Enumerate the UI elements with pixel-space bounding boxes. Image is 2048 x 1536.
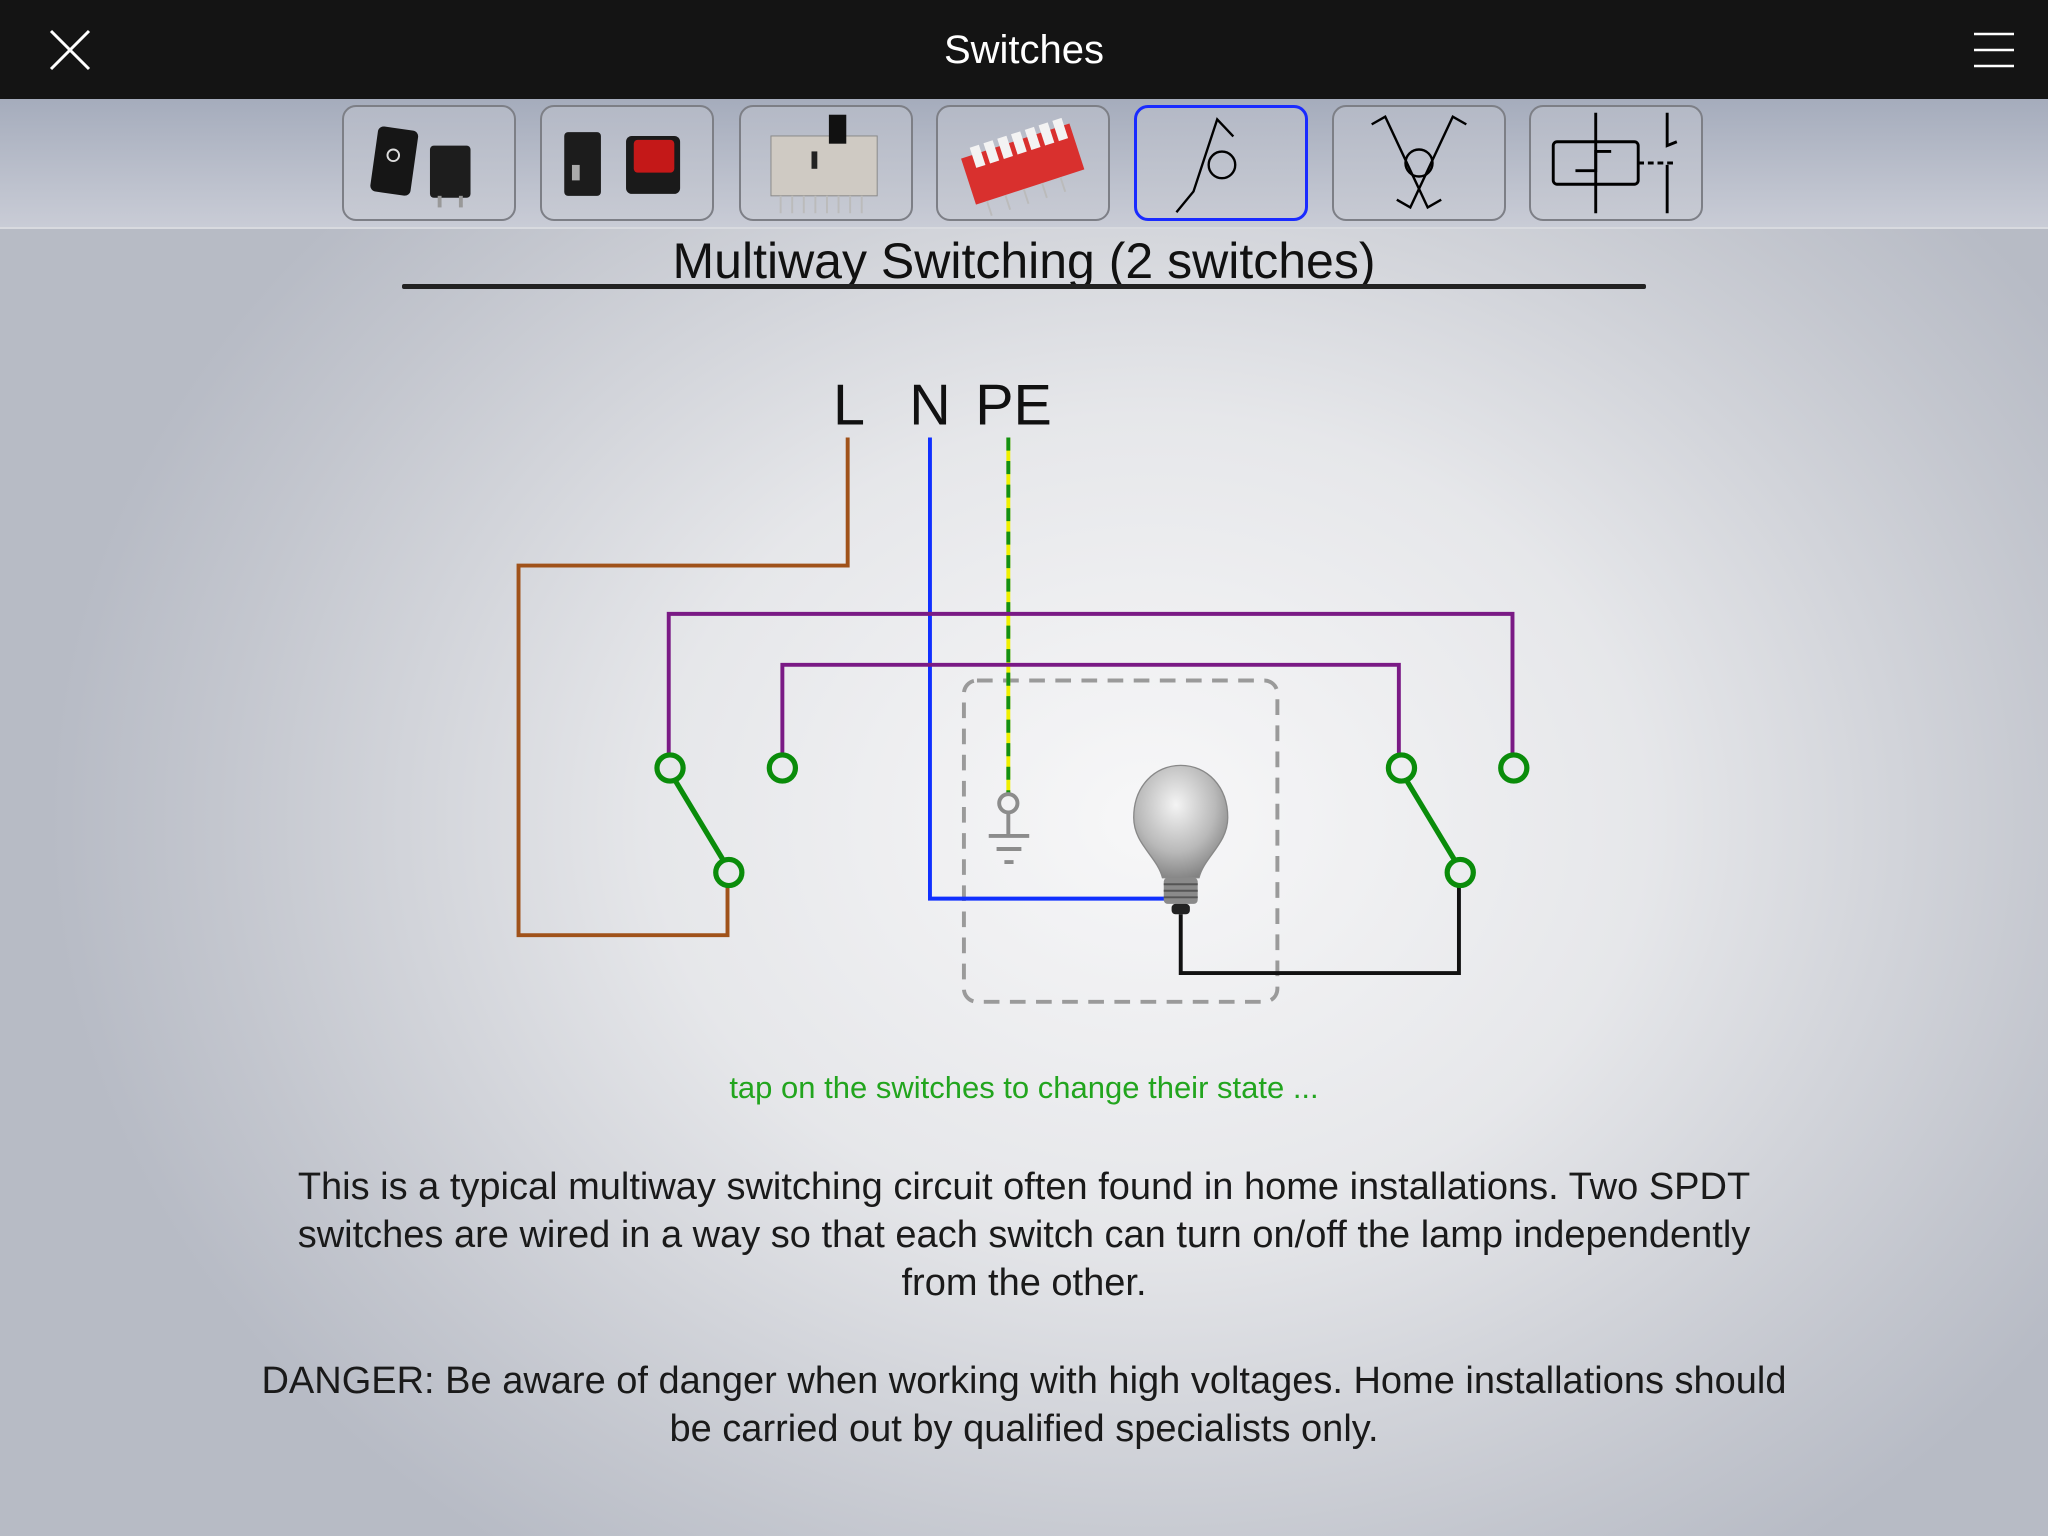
close-icon[interactable] (48, 28, 92, 72)
spdt-switch-button[interactable] (1134, 105, 1308, 221)
light-bulb-icon (1133, 764, 1229, 915)
rocker-switch-red-button[interactable] (540, 105, 714, 221)
app-title: Switches (943, 28, 1105, 72)
switched-live-wire (1178, 885, 1461, 976)
relay-symbol-icon (1551, 112, 1678, 214)
traveler-wire-1 (666, 611, 1515, 755)
dpdt-symbol-icon (1371, 114, 1467, 210)
danger-text: DANGER: Be aware of danger when working … (261, 1360, 1787, 1450)
dip-switch-icon (961, 117, 1085, 216)
traveler-wire-2 (780, 662, 1401, 755)
lamp-enclosure (961, 678, 1280, 1004)
relay-button[interactable] (1529, 105, 1703, 221)
dpdt-switch-button[interactable] (1332, 105, 1506, 221)
menu-icon[interactable] (1974, 30, 2014, 70)
live-wire (516, 437, 850, 938)
label-live: L (833, 373, 865, 437)
label-neutral: N (909, 373, 951, 437)
slide-switch-button[interactable] (739, 105, 913, 221)
switch-left[interactable] (654, 752, 799, 889)
spdt-symbol-icon (1175, 117, 1237, 214)
dip-switch-button[interactable] (936, 105, 1110, 221)
switch-right[interactable] (1385, 752, 1530, 889)
red-rocker-switch-icon (564, 132, 681, 196)
rocker-switch-small-button[interactable] (342, 105, 516, 221)
title-underline (402, 284, 1646, 289)
neutral-wire (927, 437, 1166, 901)
description-text: This is a typical multiway switching cir… (297, 1166, 1751, 1304)
top-bar: Switches (0, 0, 2048, 99)
rocker-switch-icon (370, 126, 471, 208)
label-earth: PE (975, 373, 1052, 437)
hint-text: tap on the switches to change their stat… (729, 1070, 1319, 1105)
slide-switch-icon (770, 114, 878, 214)
page-title: Multiway Switching (2 switches) (672, 233, 1376, 289)
ground-symbol-icon (988, 792, 1030, 864)
switch-type-toolbar (0, 99, 2048, 229)
